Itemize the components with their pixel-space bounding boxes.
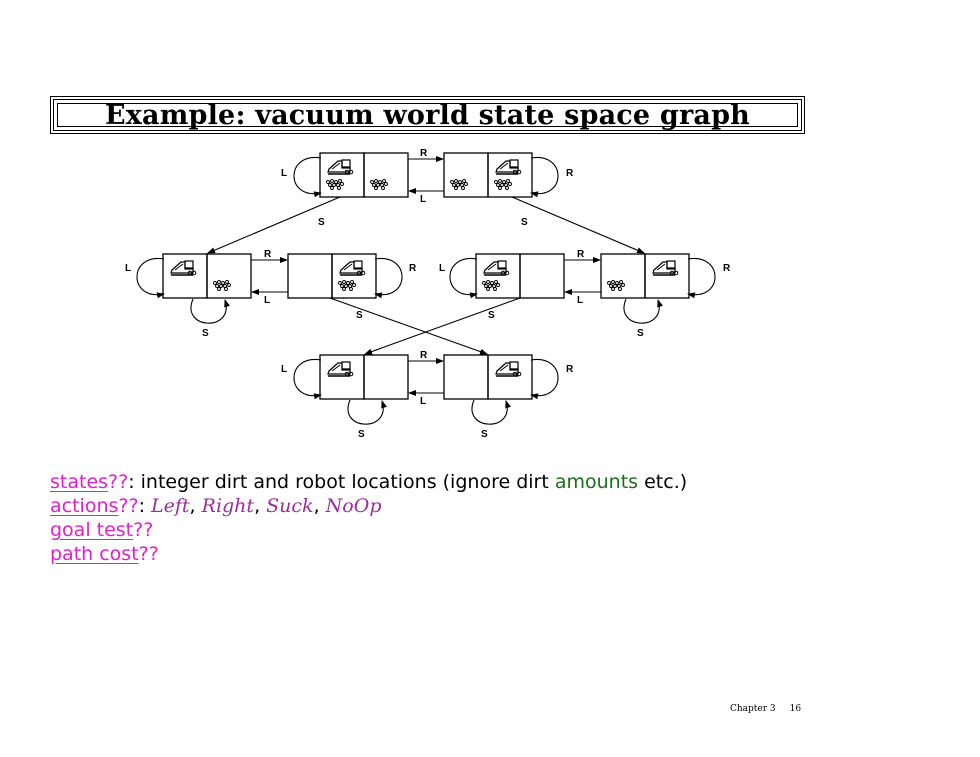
action-labels: R L L R S S R L R L L R L R S S S S R L …: [125, 148, 731, 440]
label-right: R: [566, 168, 574, 179]
question-marks: ??: [118, 495, 139, 517]
states-text: : integer dirt and robot locations (igno…: [128, 471, 555, 493]
label-suck: S: [358, 429, 365, 440]
state-5: [475, 253, 565, 299]
transitions-suck: [207, 196, 645, 355]
action-right: Right: [201, 495, 255, 517]
actions-line: actions??: Left, Right, Suck, NoOp: [50, 495, 382, 517]
label-left: L: [281, 364, 287, 375]
label-left: L: [420, 396, 426, 407]
path-cost-link[interactable]: path cost: [50, 543, 139, 565]
page-number: 16: [789, 704, 802, 714]
transitions-horizontal: [251, 156, 601, 396]
dirt-icon: [494, 179, 512, 190]
amounts-text: amounts: [554, 471, 639, 493]
goal-test-link[interactable]: goal test: [50, 519, 134, 541]
label-suck: S: [521, 217, 528, 228]
state-4: [287, 253, 377, 299]
state-2: [443, 152, 533, 198]
label-suck: S: [637, 328, 644, 339]
state-space-graph: R L L R S S R L R L L R L R S S S S R L …: [125, 148, 731, 440]
robot-icon: [652, 260, 679, 276]
robot-icon: [327, 159, 354, 175]
robot-icon: [170, 260, 197, 276]
robot-icon: [495, 361, 522, 377]
slide-title: Example: vacuum world state space graph: [104, 99, 750, 131]
chapter-label: Chapter 3: [730, 704, 776, 714]
question-marks: ??: [133, 519, 154, 541]
dirt-icon: [213, 280, 231, 291]
states-text-end: etc.): [638, 471, 688, 493]
robot-icon: [495, 159, 522, 175]
label-suck: S: [488, 310, 495, 321]
self-loops: [136, 157, 716, 425]
state-7: [319, 354, 409, 400]
path-line: path cost??: [50, 542, 687, 566]
label-suck: S: [318, 217, 325, 228]
label-right: R: [409, 263, 417, 274]
question-marks: ??: [138, 543, 159, 565]
action-suck: Suck: [266, 495, 314, 517]
slide-title-box: Example: vacuum world state space graph: [50, 96, 805, 134]
problem-formulation: states??: integer dirt and robot locatio…: [50, 470, 687, 566]
slide-footer: Chapter 3 16: [730, 704, 801, 714]
action-left: Left: [151, 495, 190, 517]
states-link[interactable]: states: [50, 471, 109, 493]
states-line: states??: integer dirt and robot locatio…: [50, 470, 687, 494]
question-marks: ??: [108, 471, 129, 493]
dirt-icon: [450, 179, 468, 190]
robot-icon: [339, 260, 366, 276]
robot-icon: [483, 260, 510, 276]
action-noop: NoOp: [325, 495, 382, 517]
label-right: R: [420, 350, 428, 361]
label-left: L: [125, 263, 131, 274]
dirt-icon: [607, 280, 625, 291]
label-suck: S: [202, 328, 209, 339]
robot-icon: [327, 361, 354, 377]
label-left: L: [439, 263, 445, 274]
dirt-icon: [370, 179, 388, 190]
dirt-icon: [338, 280, 356, 291]
label-right: R: [723, 263, 731, 274]
label-right: R: [420, 148, 428, 159]
dirt-icon: [326, 179, 344, 190]
label-right: R: [264, 249, 272, 260]
dirt-icon: [482, 280, 500, 291]
label-left: L: [264, 295, 270, 306]
state-1: [319, 152, 409, 198]
label-suck: S: [481, 429, 488, 440]
state-6: [600, 253, 690, 299]
label-left: L: [420, 194, 426, 205]
goal-line: goal test??: [50, 518, 687, 542]
label-left: L: [281, 168, 287, 179]
label-right: R: [577, 249, 585, 260]
actions-separator: :: [138, 495, 152, 517]
label-suck: S: [356, 310, 363, 321]
label-left: L: [577, 295, 583, 306]
state-8: [443, 354, 533, 400]
label-right: R: [566, 364, 574, 375]
actions-link[interactable]: actions: [50, 495, 119, 517]
state-3: [162, 253, 252, 299]
